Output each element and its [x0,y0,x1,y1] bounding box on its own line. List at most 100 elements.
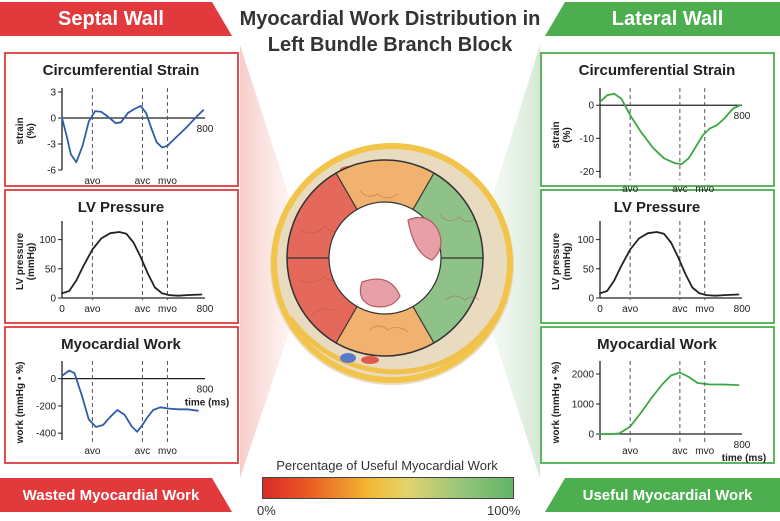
y-axis-label: LV pressure [15,233,26,290]
y-tick-label: 50 [583,264,595,275]
panel-septal-work-frame [4,326,239,464]
y-tick-label: 0 [50,374,56,385]
x-axis-label: time (ms) [722,453,766,464]
legend-max-label: 100% [487,503,521,518]
panel-lateral-pressure-frame [540,189,775,324]
legend-colorbar [262,477,514,499]
chart-lateral-strain: Circumferential Strainstrain(%)0-10-2080… [551,62,751,195]
y-tick-label: 0 [588,430,594,441]
y-tick-label: -20 [580,167,595,178]
papillary-muscle-anterior [407,217,442,261]
legend-title: Percentage of Useful Myocardial Work [276,458,498,473]
chart-title: Myocardial Work [61,336,181,353]
figure-title-line2: Left Bundle Branch Block [267,34,513,56]
y-tick-label: -3 [47,140,56,151]
marker-label-avc: avc [672,446,688,457]
y-axis-label: (mmHg) [562,243,573,281]
chart-title: Myocardial Work [597,336,717,353]
septal-wall-label: Septal Wall [58,7,164,30]
marker-label-mvo: mvo [158,304,177,315]
legend-min-label: 0% [257,503,276,518]
marker-label-avo: avo [84,446,101,457]
x-tick-label-end: 800 [197,124,214,135]
y-tick-label: 1000 [572,400,595,411]
x-tick-label-start: 0 [59,304,65,315]
papillary-muscle-posterior [359,278,401,308]
useful-work-label: Useful Myocardial Work [582,486,753,504]
y-tick-label: -400 [36,429,56,440]
marker-label-mvo: mvo [158,176,177,187]
series-line [61,105,205,164]
useful-work-footer: Useful Myocardial Work [555,478,780,512]
marker-label-avo: avo [622,304,639,315]
y-tick-label: 100 [39,235,56,246]
chart-title: Circumferential Strain [43,62,200,79]
series-line [599,92,742,166]
heart-cross-section [270,143,514,385]
y-tick-label: 0 [588,294,594,305]
y-axis-label: strain [15,117,26,144]
marker-label-avo: avo [84,176,101,187]
y-tick-label: -200 [36,401,56,412]
septal-funnel [240,45,300,478]
y-tick-label: -6 [47,166,56,177]
septal-footer-shape [0,478,232,512]
marker-label-avo: avo [622,184,639,195]
y-tick-label: 3 [50,88,56,99]
y-tick-label: 50 [45,264,57,275]
x-tick-label-end: 800 [734,440,751,451]
chart-lateral-pressure: LV Pressure LV pressure(mmHg) 100 50 0 800 0 av… [551,199,751,315]
panel-lateral-strain-frame [540,52,775,187]
chart-title: LV Pressure [614,199,700,216]
marker-label-mvo: mvo [158,446,177,457]
y-tick-label: 0 [50,114,56,125]
marker-label-avc: avc [135,446,151,457]
chart-title: Circumferential Strain [579,62,736,79]
y-axis-label: (%) [26,123,37,139]
y-axis-label: LV pressure [551,233,562,290]
lateral-banner-shape [545,2,780,36]
x-tick-label-end: 800 [197,304,214,315]
x-tick-label-end: 800 [197,385,214,396]
y-tick-label: -10 [580,134,595,145]
chart-title: LV Pressure [78,199,164,216]
x-axis-label: time (ms) [185,398,229,409]
marker-label-avc: avc [672,304,688,315]
marker-label-avo: avo [622,446,639,457]
chart-lateral-work: Myocardial Work work (mmHg • %) 2000 1000 0 8… [551,336,766,464]
marker-label-avc: avc [672,184,688,195]
chart-septal-pressure: LV Pressure LV pressure(mmHg)100 50 0 800 0 av… [15,199,214,315]
marker-label-avo: avo [84,304,101,315]
x-tick-label-start: 0 [597,304,603,315]
y-tick-label: 0 [50,294,56,305]
y-tick-label: 100 [577,235,594,246]
wasted-work-label: Wasted Myocardial Work [22,486,200,504]
marker-label-mvo: mvo [695,446,714,457]
panel-septal-pressure-frame [4,189,239,324]
y-tick-label: 2000 [572,370,595,381]
figure-title-line1: Myocardial Work Distribution in [239,8,541,30]
wasted-work-footer: Wasted Myocardial Work [0,478,222,512]
panel-septal-strain-frame [4,52,239,187]
y-tick-label: 0 [588,101,594,112]
marker-label-avc: avc [135,176,151,187]
chart-septal-strain: Circumferential Strain strain(%) 3 0 -3 -6 800… [15,62,214,187]
series-line [599,231,740,297]
panel-lateral-work-frame [540,326,775,464]
marker-label-mvo: mvo [695,184,714,195]
series-line [61,369,199,433]
lateral-wall-banner: Lateral Wall [555,2,780,36]
y-axis-label: (mmHg) [26,243,37,281]
x-tick-label-end: 800 [734,111,751,122]
y-axis-label: (%) [562,127,573,143]
marker-label-avc: avc [135,304,151,315]
series-line [599,371,740,435]
lateral-footer-shape [545,478,780,512]
series-line [61,231,203,297]
x-tick-label-end: 800 [734,304,751,315]
y-axis-label: work (mmHg • %) [551,362,562,445]
lateral-wall-label: Lateral Wall [611,7,724,30]
septal-wall-banner: Septal Wall [0,2,222,36]
